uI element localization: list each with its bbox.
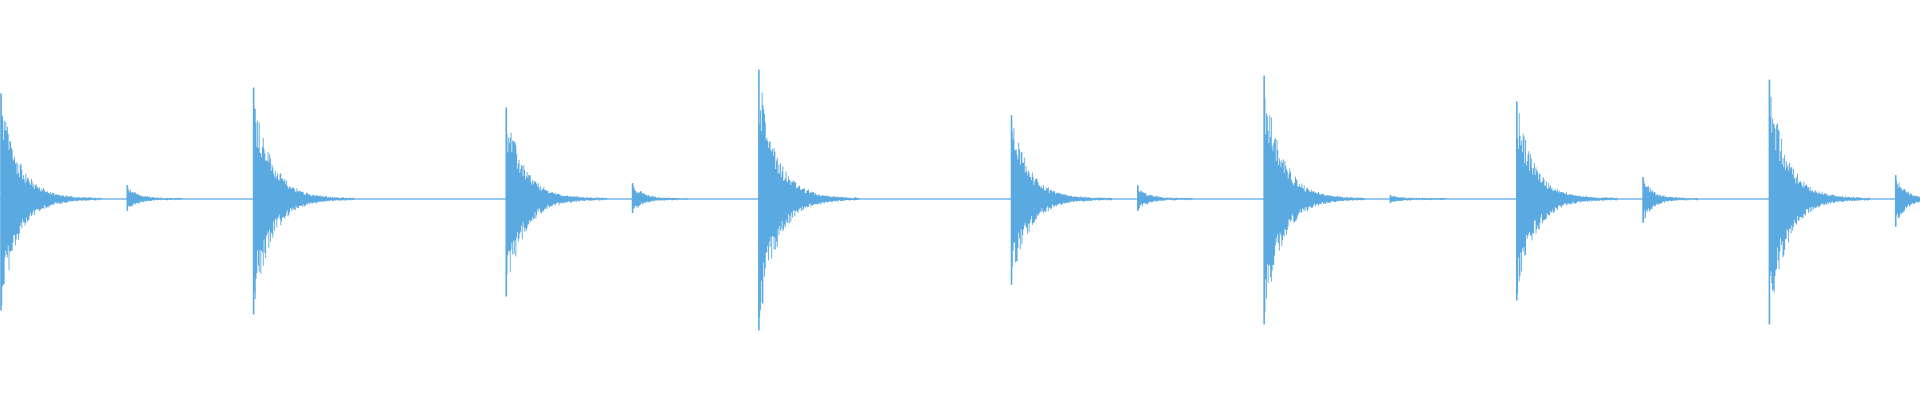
waveform-transient <box>1516 109 1618 294</box>
waveform-transient <box>1642 177 1698 220</box>
waveform-hit <box>1894 175 1920 227</box>
waveform-hit <box>1515 101 1618 301</box>
waveform-hit <box>1768 79 1870 325</box>
waveform-hit <box>1010 115 1112 285</box>
waveform-hit <box>1389 195 1446 203</box>
waveform-transient <box>758 85 860 318</box>
waveform-transient <box>1263 98 1365 312</box>
waveform-transient <box>505 131 607 275</box>
waveform-transient <box>632 185 688 212</box>
waveform-hit <box>1263 75 1365 325</box>
waveform-hit <box>1137 185 1193 211</box>
waveform-hit <box>0 93 102 311</box>
waveform-hit <box>1642 177 1698 223</box>
waveform-hit <box>631 183 688 213</box>
waveform-hit <box>252 87 355 315</box>
waveform-hit <box>126 185 183 211</box>
waveform-transient <box>1011 122 1112 280</box>
waveform-transient <box>1390 195 1446 203</box>
waveform-hit <box>505 107 607 297</box>
waveform-transient <box>1895 180 1920 219</box>
waveform-hit <box>758 69 860 331</box>
waveform-transient <box>126 186 183 207</box>
waveform-transient <box>0 109 102 306</box>
waveform-transient <box>253 108 355 301</box>
waveform-transient <box>1768 88 1870 293</box>
waveform-hits <box>0 69 1920 331</box>
waveform-transient <box>1137 185 1193 209</box>
